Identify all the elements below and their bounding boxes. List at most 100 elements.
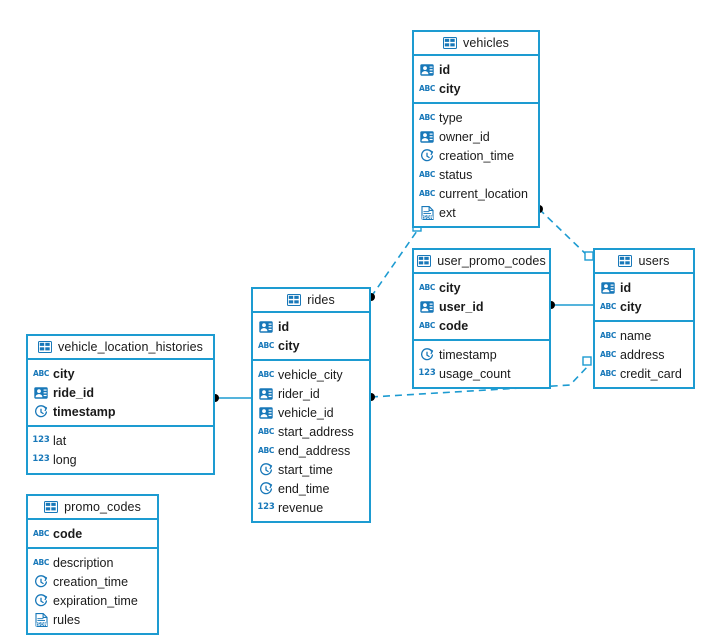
field-name: id [278, 319, 290, 334]
clock-icon [34, 404, 48, 419]
field-row[interactable]: id [595, 278, 693, 297]
id-badge-icon [420, 63, 434, 77]
field-name: current_location [439, 186, 528, 201]
field-row[interactable]: id [414, 60, 538, 79]
field-name: owner_id [439, 129, 490, 144]
field-row[interactable]: ride_id [28, 383, 213, 402]
abc-icon: ABC [418, 169, 436, 179]
entity-header-vehicle_location_histories[interactable]: vehicle_location_histories [28, 336, 213, 360]
entity-header-user_promo_codes[interactable]: user_promo_codes [414, 250, 549, 274]
abc-icon: ABC [599, 330, 617, 340]
field-row[interactable]: vehicle_id [253, 403, 369, 422]
abc-icon: ABC [599, 349, 617, 359]
entity-header-vehicles[interactable]: vehicles [414, 32, 538, 56]
relationship-user-promo-codes-to-users[interactable] [547, 301, 593, 309]
abc-icon: ABC [418, 188, 436, 198]
relationship-endpoint-square [584, 251, 594, 261]
clock-icon [34, 593, 48, 608]
field-name: description [53, 555, 114, 570]
id-badge-icon [259, 387, 273, 401]
entity-header-promo_codes[interactable]: promo_codes [28, 496, 157, 520]
field-row[interactable]: timestamp [414, 345, 549, 364]
field-name: city [439, 81, 461, 96]
field-name: status [439, 167, 473, 182]
entity-title: promo_codes [64, 500, 141, 514]
entity-header-rides[interactable]: rides [253, 289, 369, 313]
json-file-icon: JSON [420, 205, 434, 220]
123-icon: 123 [32, 454, 50, 465]
id-badge-icon [420, 130, 434, 144]
field-row[interactable]: creation_time [414, 146, 538, 165]
abc-icon: ABC [257, 340, 275, 350]
field-row[interactable]: expiration_time [28, 591, 157, 610]
field-name: creation_time [439, 148, 515, 163]
svg-text:JSON: JSON [35, 621, 48, 626]
abc-icon: ABC [599, 301, 617, 311]
field-name: city [278, 338, 300, 353]
field-row[interactable]: start_time [253, 460, 369, 479]
field-name: usage_count [439, 366, 511, 381]
field-name: ride_id [53, 385, 94, 400]
entity-header-users[interactable]: users [595, 250, 693, 274]
id-badge-icon [34, 386, 48, 400]
field-row[interactable]: creation_time [28, 572, 157, 591]
field-row[interactable]: id [253, 317, 369, 336]
field-name: city [620, 299, 642, 314]
json-file-icon: JSON [34, 612, 48, 627]
field-name: lat [53, 433, 67, 448]
clock-icon [420, 347, 434, 362]
field-row[interactable]: JSON ext [414, 203, 538, 222]
id-badge-icon [601, 281, 615, 295]
id-badge-icon [420, 300, 434, 314]
abc-icon: ABC [418, 320, 436, 330]
field-row[interactable]: rider_id [253, 384, 369, 403]
field-name: creation_time [53, 574, 129, 589]
id-badge-icon [259, 406, 273, 420]
relationship-vehicle-location-histories-to-rides[interactable] [211, 394, 251, 402]
table-grid-icon [44, 500, 59, 514]
abc-icon: ABC [32, 528, 50, 538]
field-name: city [53, 366, 75, 381]
abc-icon: ABC [599, 368, 617, 378]
field-name: ext [439, 205, 456, 220]
field-row[interactable]: owner_id [414, 127, 538, 146]
field-row[interactable]: end_time [253, 479, 369, 498]
field-name: start_time [278, 462, 333, 477]
field-name: vehicle_city [278, 367, 343, 382]
relationship-line [370, 230, 418, 298]
field-row[interactable]: timestamp [28, 402, 213, 421]
field-name: code [53, 526, 83, 541]
field-row[interactable]: user_id [414, 297, 549, 316]
